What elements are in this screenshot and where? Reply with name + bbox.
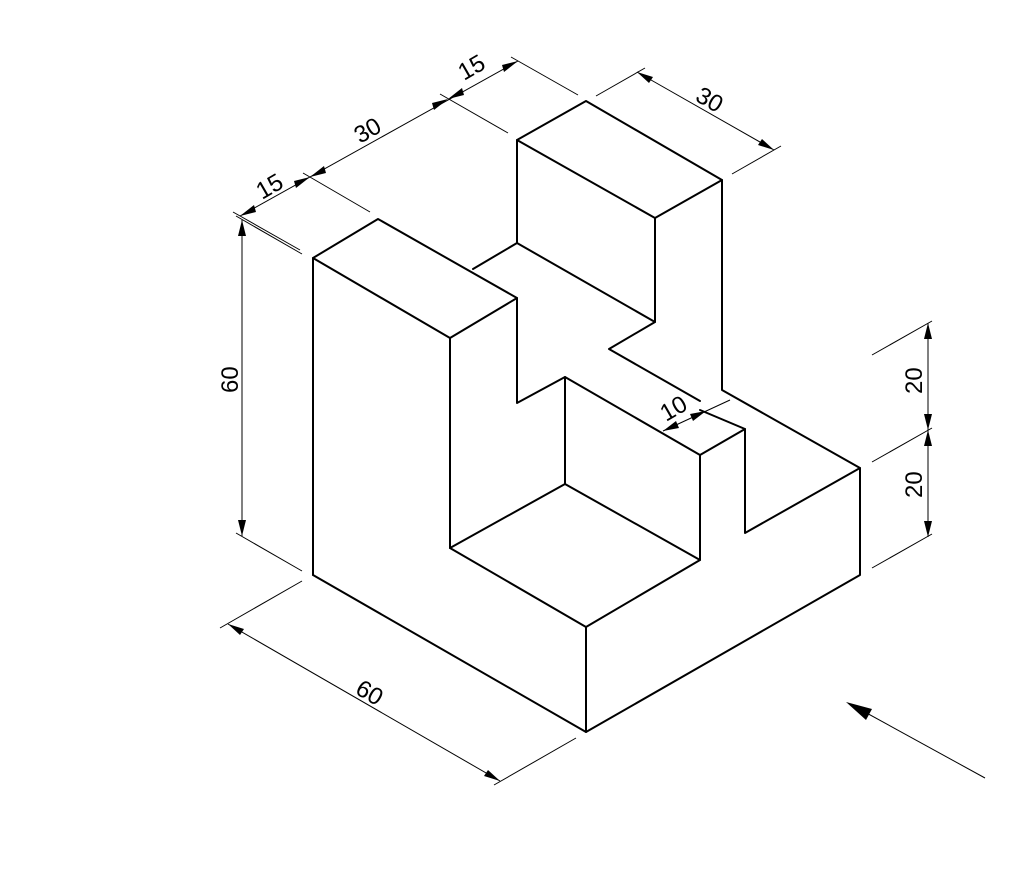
left-pillar-top-face — [312, 218, 518, 339]
dim-label-step-lower: 20 — [901, 471, 928, 498]
ext-line — [871, 533, 933, 569]
top-dimension-line — [239, 60, 519, 217]
arrowhead — [238, 520, 246, 536]
recess-back-corner — [449, 428, 861, 561]
dimension-lines — [219, 56, 986, 786]
back-block-front-face — [516, 139, 656, 323]
ext-line — [439, 93, 509, 134]
left-pillar-front-face — [312, 257, 451, 576]
view-direction-arrowhead — [846, 702, 872, 720]
ext-line — [302, 172, 371, 213]
ext-line — [493, 737, 577, 786]
arrowhead — [294, 177, 310, 188]
arrowhead — [240, 205, 256, 216]
ext-line — [219, 580, 303, 629]
arrowhead — [924, 414, 932, 430]
base-front-step-edge — [585, 559, 701, 628]
base-length-dimension-line — [227, 623, 501, 782]
dim-label-notch: 10 — [656, 390, 693, 427]
recess-inner-top — [516, 297, 701, 456]
arrowhead — [310, 166, 326, 177]
arrowhead — [690, 411, 706, 421]
arrowhead — [448, 88, 464, 99]
notch-edge — [699, 409, 746, 430]
dim-label-back-depth: 30 — [691, 82, 728, 119]
ext-line — [510, 56, 579, 96]
dim-label-step-upper: 20 — [901, 367, 928, 394]
dim-label-top-left: 15 — [252, 168, 289, 205]
middle-channel-floor — [472, 242, 518, 270]
arrowhead — [228, 624, 244, 635]
dim-label-base-length: 60 — [351, 675, 388, 712]
arrowhead — [924, 521, 932, 537]
ext-line — [731, 145, 782, 175]
arrowhead — [238, 220, 246, 236]
dim-label-top-right: 15 — [454, 49, 491, 86]
arrowhead — [758, 139, 774, 150]
base-front-bottom-edge — [312, 547, 587, 733]
base-right-face — [585, 179, 861, 733]
arrowhead — [663, 421, 679, 431]
dim-label-top-middle: 30 — [350, 112, 387, 149]
arrowhead — [924, 323, 932, 339]
dim-label-overall-height: 60 — [217, 366, 244, 393]
back-block-top-face — [516, 100, 723, 219]
ext-line — [595, 67, 646, 97]
arrowhead — [637, 72, 653, 83]
arrowhead — [484, 770, 500, 781]
object-outline — [312, 100, 861, 733]
back-depth-dimension-line — [636, 71, 775, 151]
ext-line — [871, 320, 933, 356]
arrowhead — [924, 430, 932, 446]
ext-line — [235, 215, 303, 255]
ext-line — [235, 532, 303, 572]
middle-channel-step — [608, 321, 701, 402]
ext-line — [232, 211, 301, 251]
ext-line — [871, 427, 933, 463]
arrowhead — [432, 99, 448, 110]
view-direction-arrow — [851, 704, 986, 779]
arrowhead — [502, 61, 518, 72]
